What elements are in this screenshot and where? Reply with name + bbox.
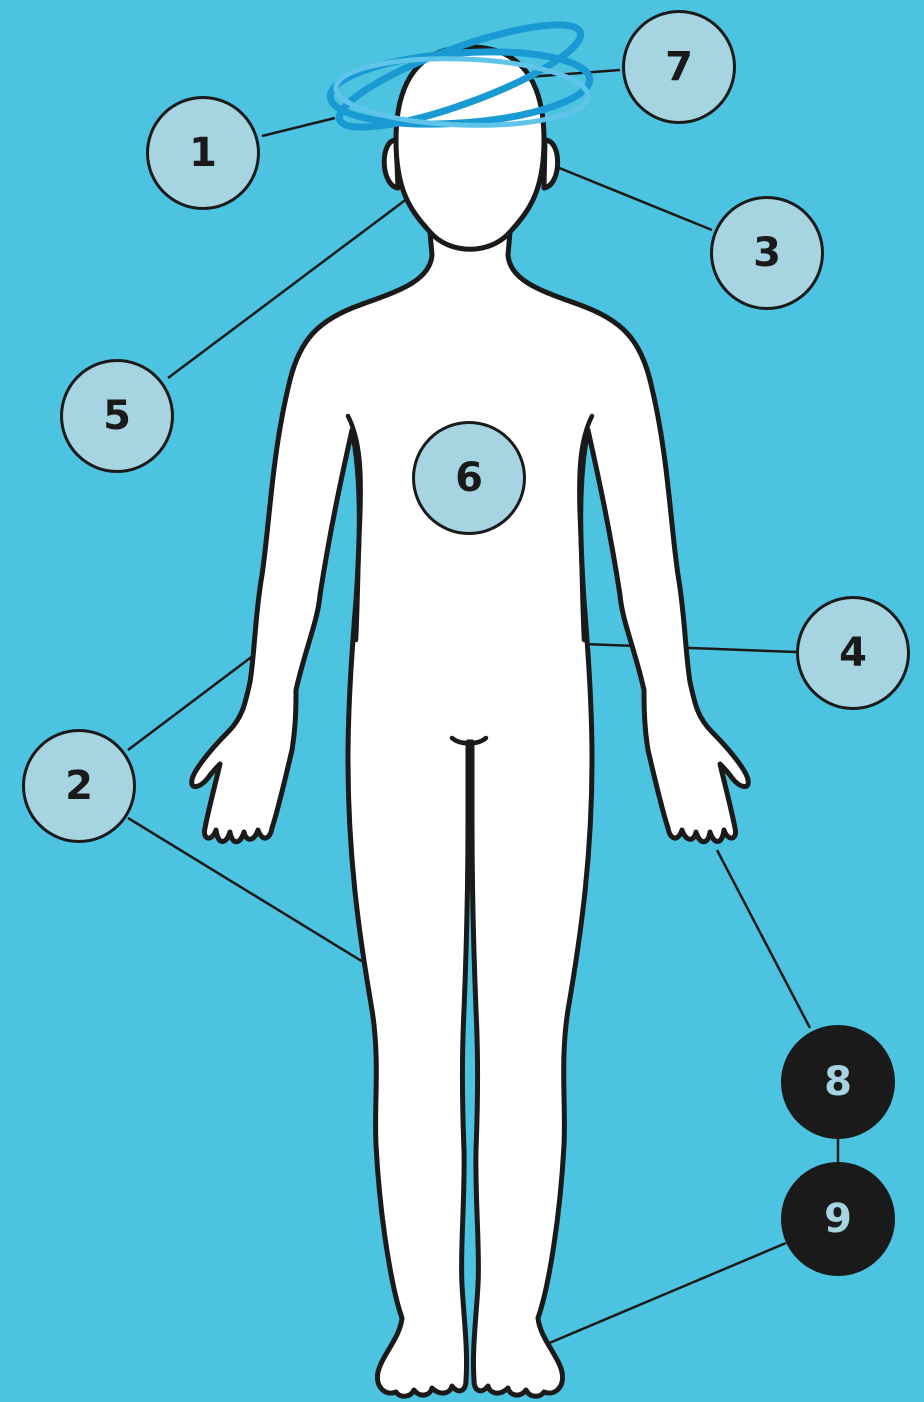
body-silhouette	[192, 47, 749, 1396]
leader-line-1	[262, 118, 335, 136]
callout-9[interactable]: 9	[781, 1162, 895, 1276]
callout-label-1: 1	[189, 130, 217, 176]
callout-3[interactable]: 3	[710, 196, 824, 310]
callout-2[interactable]: 2	[22, 729, 136, 843]
callout-label-2: 2	[65, 763, 93, 809]
callout-label-8: 8	[824, 1059, 852, 1105]
callout-label-9: 9	[824, 1196, 852, 1242]
leader-line-8	[717, 850, 810, 1028]
callout-7[interactable]: 7	[622, 10, 736, 124]
callout-1[interactable]: 1	[146, 96, 260, 210]
callout-label-4: 4	[839, 630, 867, 676]
callout-5[interactable]: 5	[60, 359, 174, 473]
callout-8[interactable]: 8	[781, 1025, 895, 1139]
callout-4[interactable]: 4	[796, 596, 910, 710]
callout-label-6: 6	[455, 455, 483, 501]
body-outline	[192, 232, 749, 1396]
callout-6[interactable]: 6	[412, 421, 526, 535]
callout-label-3: 3	[753, 230, 781, 276]
callout-label-7: 7	[665, 44, 693, 90]
callout-label-5: 5	[103, 393, 131, 439]
leader-line-9	[521, 1243, 786, 1355]
